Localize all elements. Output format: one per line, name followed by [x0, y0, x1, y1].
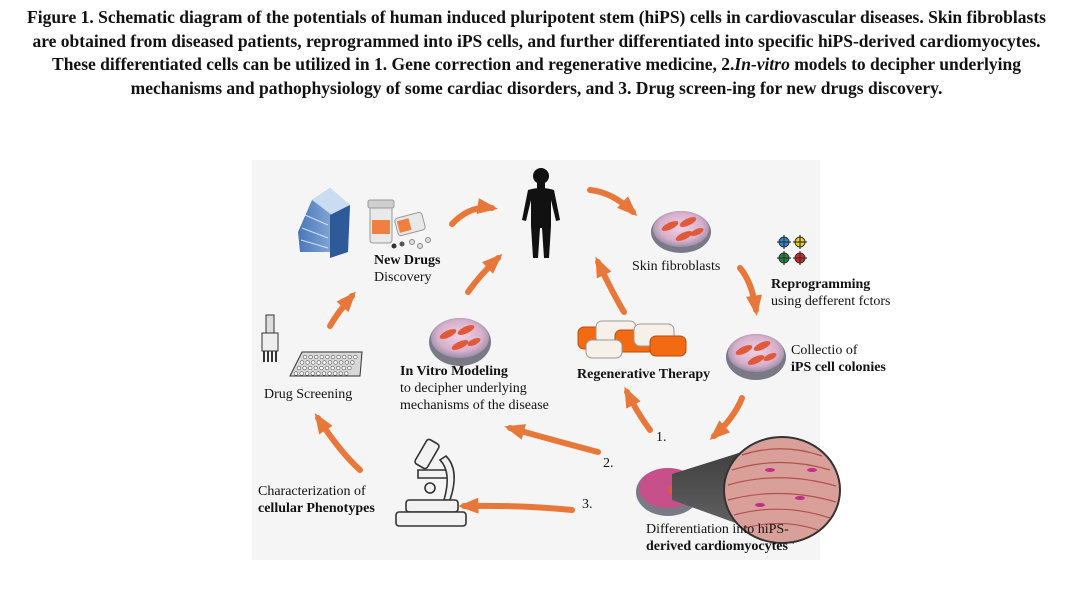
invitro-line-2: to decipher underlying [400, 381, 527, 396]
reprogramming-label: Reprogramming using defferent fctors [771, 276, 890, 310]
collection-label: Collectio of iPS cell colonies [791, 342, 886, 376]
caption-tail: models to decipher underlying mechanisms… [130, 54, 1021, 98]
path-number-1: 1. [656, 430, 667, 445]
reprogramming-factors-icon [777, 235, 807, 265]
characterization-line-2: cellular Phenotypes [258, 501, 375, 516]
skin-fibroblasts-label: Skin fibroblasts [632, 259, 721, 274]
regenerative-therapy-label: Regenerative Therapy [577, 367, 711, 382]
flow-arrows [314, 187, 762, 514]
well-plate-icon [289, 351, 363, 377]
arrow-screen-to-drugs-head [336, 291, 356, 313]
arrow-drugs-to-body-head [476, 198, 498, 214]
reprogramming-line-2: using defferent fctors [771, 294, 891, 309]
characterization-label: Characterization of cellular Phenotypes [258, 483, 375, 517]
reprogramming-line-1: Reprogramming [771, 277, 871, 292]
invitro-line-3: mechanisms of the disease [400, 398, 549, 413]
arrow-reprog-to-colonies-head [709, 420, 731, 441]
pill-bottles-icon [367, 199, 431, 249]
collection-line-1: Collectio of [791, 343, 858, 358]
arrow-to-microscope-head [458, 497, 479, 514]
new-drugs-line-1: New Drugs [374, 253, 441, 268]
arrow-to-invitro-head [504, 424, 527, 440]
caption-lead: Figure 1. Schematic diagram of the poten… [27, 7, 1046, 74]
caption-italic: In-vitro [734, 54, 790, 74]
differentiation-label: Differentiation into hiPS- derived cardi… [646, 521, 789, 555]
collection-line-2: iPS cell colonies [791, 360, 886, 375]
new-drugs-line-2: Discovery [374, 270, 432, 285]
arrow-regen-up-head [595, 256, 612, 279]
drug-screening-label: Drug Screening [264, 387, 353, 402]
microscope-icon [395, 438, 467, 527]
arrow-to-regen-head [624, 386, 641, 409]
new-drugs-label: New Drugs Discovery [374, 252, 441, 286]
path-number-2: 2. [603, 456, 614, 471]
figure-caption: Figure 1. Schematic diagram of the poten… [14, 6, 1059, 100]
differentiation-line-1: Differentiation into hiPS- [646, 522, 789, 537]
arrow-microscope-to-screen-head [314, 412, 333, 435]
arrow-to-microscope [461, 502, 575, 513]
human-body-icon [522, 168, 560, 258]
characterization-line-1: Characterization of [258, 484, 366, 499]
pipette-icon [261, 314, 279, 362]
arrow-skin-to-reprog-head [746, 294, 762, 316]
ips-colonies-dish-icon [726, 334, 786, 380]
invitro-line-1: In Vitro Modeling [400, 364, 508, 379]
arrow-body-to-skin-head [617, 196, 638, 217]
cardiac-tissue-icon [723, 436, 841, 544]
differentiation-line-2: derived cardiomyocytes [646, 539, 788, 554]
regenerative-cells-icon [577, 320, 687, 359]
pharma-building-icon [298, 188, 350, 258]
invitro-modeling-label: In Vitro Modeling to decipher underlying… [400, 363, 549, 414]
skin-fibroblast-dish-icon [651, 211, 711, 253]
arrow-invitro-up-head [482, 253, 503, 274]
invitro-dish-icon [429, 318, 491, 366]
path-number-3: 3. [582, 497, 593, 512]
